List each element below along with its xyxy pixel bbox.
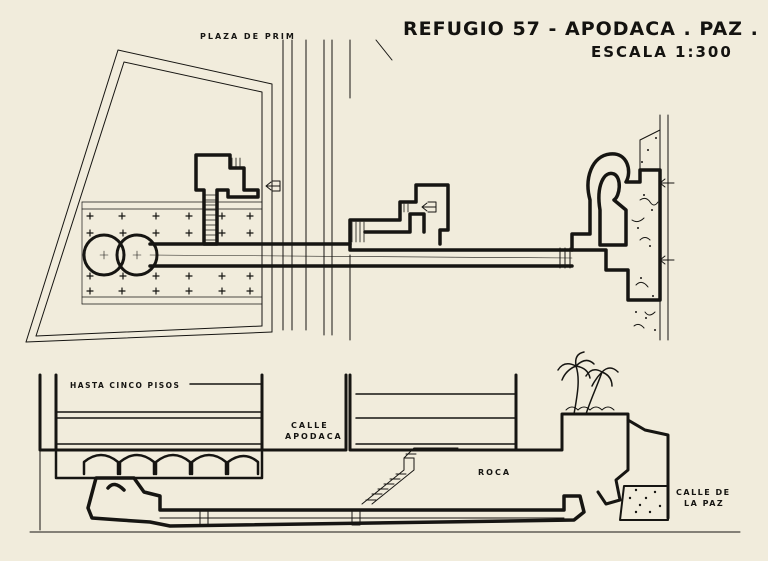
circular-chambers [82, 233, 159, 277]
plaza-label: PLAZA DE PRIM [200, 32, 296, 41]
street-lines [282, 39, 393, 341]
left-entrance [194, 153, 260, 246]
main-tunnel-section [86, 476, 586, 528]
garden-grid [81, 201, 263, 305]
rock-fill [628, 488, 662, 514]
rock-dots [635, 137, 657, 331]
scale-label: ESCALA 1:300 [591, 43, 733, 61]
right-entrance-complex [570, 152, 662, 302]
tree-marks [86, 212, 254, 295]
street-paz-label-2: LA PAZ [684, 499, 725, 508]
right-terrain [514, 412, 670, 520]
main-tunnel-plan [148, 242, 574, 269]
street-paz-label-1: CALLE DE [676, 488, 731, 497]
street-apodaca-label-2: APODACA [285, 432, 343, 441]
section-stair [361, 447, 459, 505]
section-view [29, 351, 741, 533]
floors-label: HASTA CINCO PISOS [70, 381, 181, 390]
drawing-title: REFUGIO 57 - APODACA . PAZ . [403, 18, 759, 40]
middle-entrance [348, 183, 450, 246]
street-apodaca-label-1: CALLE [291, 421, 329, 430]
basement-vaults [54, 450, 264, 480]
palm-trees [557, 351, 619, 415]
rock-label: ROCA [478, 468, 512, 477]
plan-view [25, 39, 675, 343]
